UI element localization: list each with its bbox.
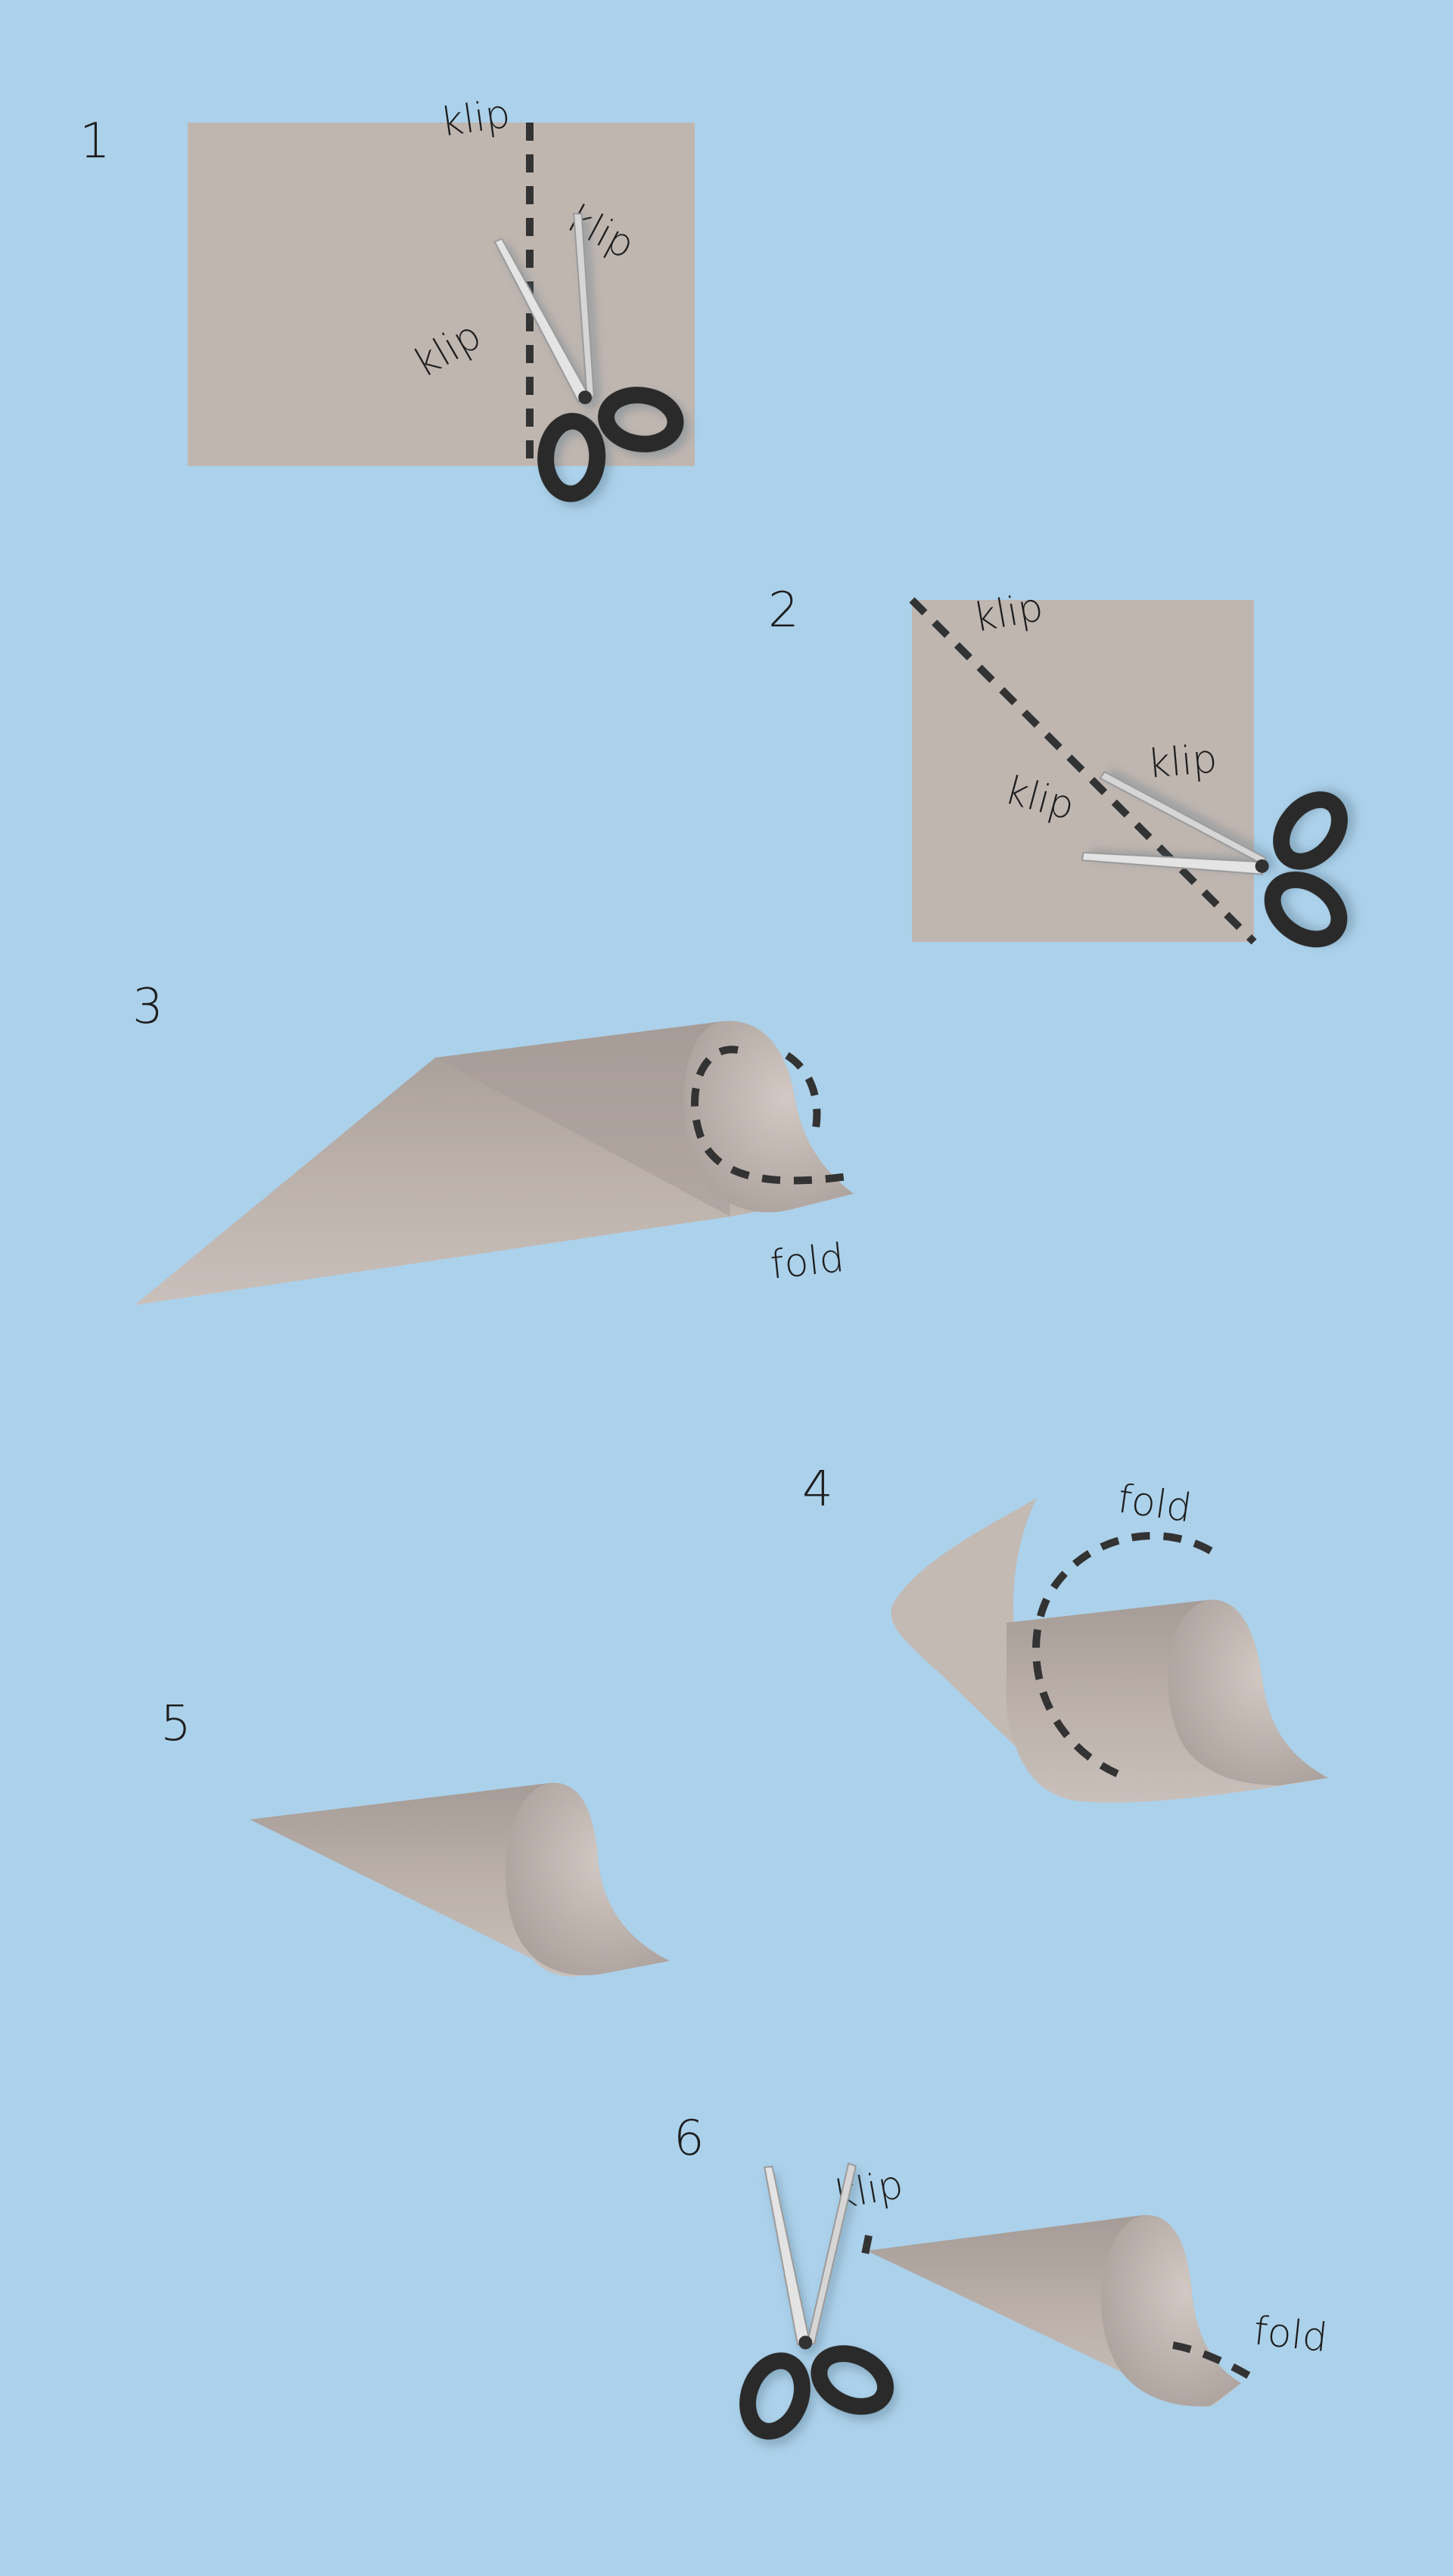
- step-number: 6: [674, 2111, 705, 2167]
- step-number: 1: [79, 113, 110, 169]
- step-number: 5: [160, 1696, 191, 1752]
- fold-label: fold: [1252, 2308, 1330, 2361]
- step-2: 2 klip klip klip: [768, 583, 1385, 956]
- paper-sheet: [188, 123, 695, 466]
- fold-label: fold: [768, 1235, 846, 1288]
- step-number: 3: [132, 979, 163, 1035]
- step-1: 1 klip klip klip: [79, 92, 695, 505]
- step-number: 4: [802, 1462, 833, 1518]
- cut-label: klip: [1146, 736, 1219, 788]
- cone-mouth: [683, 1021, 854, 1213]
- fold-label: fold: [1115, 1476, 1194, 1531]
- step-5: 5: [160, 1696, 670, 1977]
- cone-fold-shade: [435, 1021, 730, 1217]
- cut-line: [859, 2235, 873, 2267]
- fold-line: [1172, 2341, 1251, 2379]
- fold-line: [691, 1046, 848, 1185]
- cone-mouth: [506, 1782, 670, 1975]
- diagonal-cut-line: [909, 597, 1257, 945]
- step-number: 2: [768, 583, 799, 639]
- step-6: 6 klip fold: [674, 2111, 1330, 2448]
- cut-label: klip: [437, 92, 512, 146]
- cone-mouth: [1100, 2214, 1241, 2407]
- step-4: 4 fold: [802, 1462, 1328, 1803]
- step-3: 3 fold: [132, 979, 854, 1305]
- cone-mouth: [1168, 1599, 1328, 1785]
